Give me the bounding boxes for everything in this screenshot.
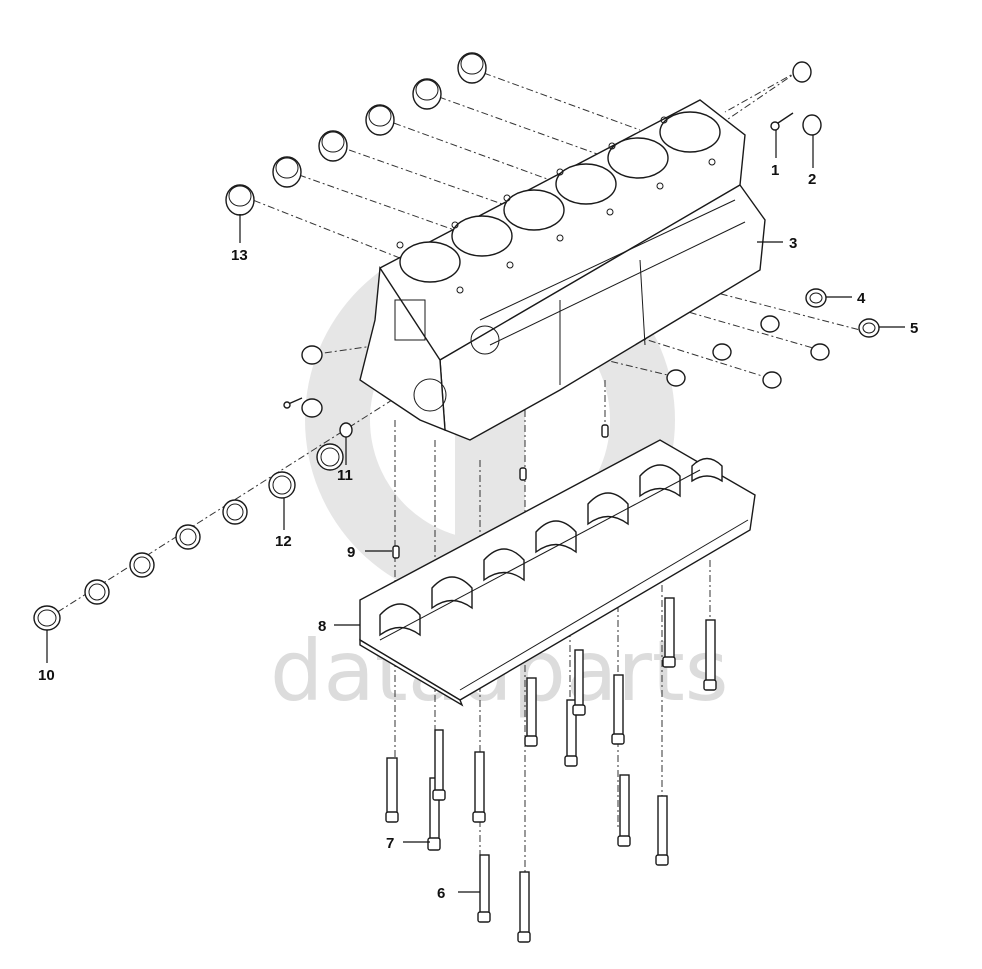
callout-10: 10 xyxy=(38,667,55,684)
cylinder-block xyxy=(359,99,766,441)
callout-3: 3 xyxy=(789,235,797,252)
callout-2: 2 xyxy=(808,171,816,188)
front-plugs xyxy=(283,345,353,438)
bearing-bolts xyxy=(385,597,717,943)
camshaft-bushings xyxy=(33,443,344,631)
callout-5: 5 xyxy=(910,320,918,337)
callout-6: 6 xyxy=(437,885,445,902)
callout-11: 11 xyxy=(337,467,353,484)
callout-1: 1 xyxy=(771,162,779,179)
bolt-1 xyxy=(770,112,794,131)
callout-9: 9 xyxy=(347,544,355,561)
dowel-pins xyxy=(392,424,609,559)
callout-12: 12 xyxy=(275,533,292,550)
bedplate xyxy=(359,439,756,707)
callouts: 1 2 3 4 5 6 7 8 9 10 11 12 13 xyxy=(38,162,918,902)
expansion-plugs-right xyxy=(666,288,880,389)
callout-7: 7 xyxy=(386,835,394,852)
callout-leaders xyxy=(46,130,905,893)
cup-plugs-top xyxy=(225,52,822,216)
callout-4: 4 xyxy=(857,290,866,307)
callout-13: 13 xyxy=(231,247,248,264)
callout-8: 8 xyxy=(318,618,326,635)
